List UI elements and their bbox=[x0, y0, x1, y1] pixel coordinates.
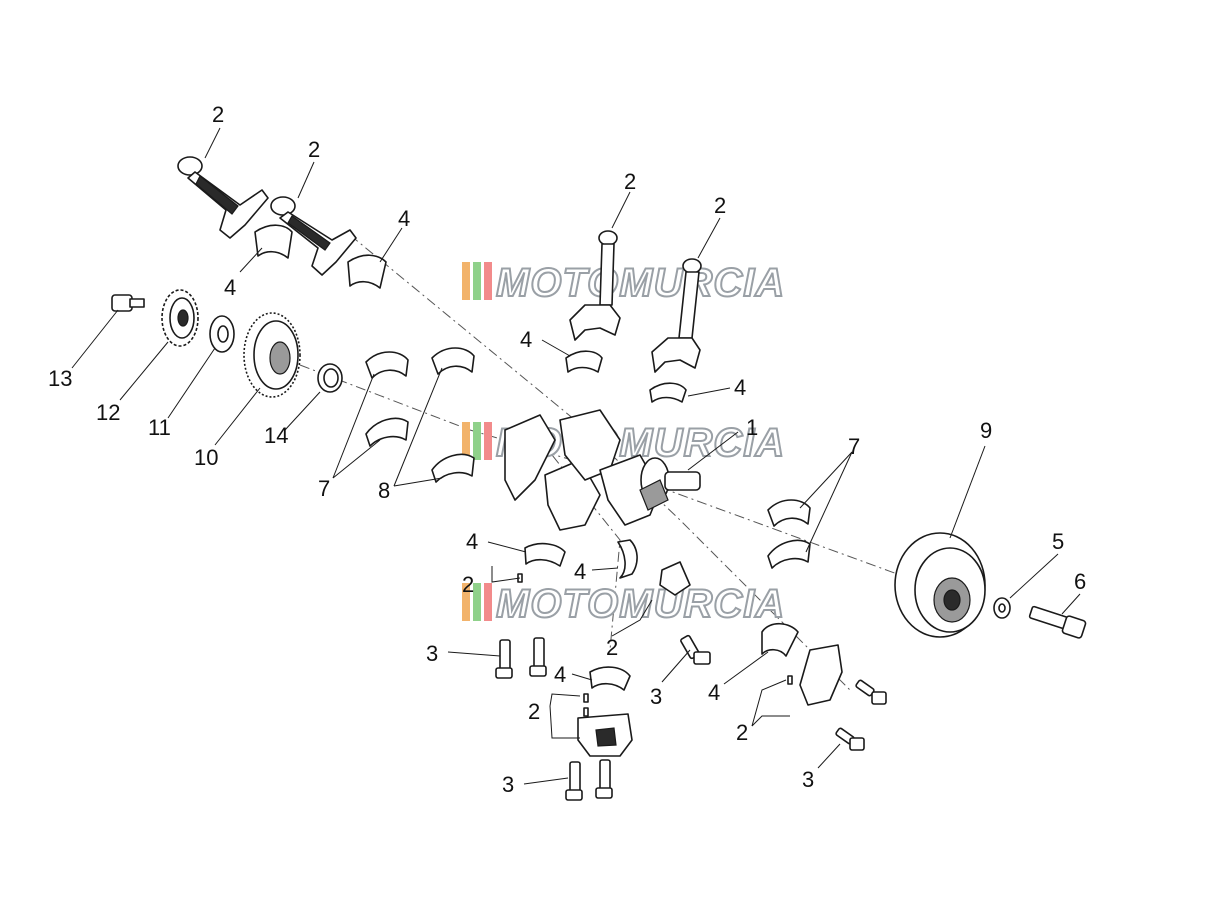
bolt-pair-bottom bbox=[565, 759, 613, 801]
watermark-stripe bbox=[462, 422, 470, 460]
bearing-shell-center-a bbox=[565, 350, 603, 373]
callout-13: 13 bbox=[48, 366, 72, 391]
leader-lines bbox=[71, 127, 1081, 785]
watermark-bottom: MOTOMURCIA bbox=[462, 581, 785, 627]
main-bearing-shell-8-lower bbox=[431, 453, 475, 483]
callout-2: 2 bbox=[528, 699, 540, 724]
main-bearing-shell-7-right-lower bbox=[767, 539, 811, 569]
callout-3: 3 bbox=[650, 684, 662, 709]
watermark-stripe bbox=[473, 262, 481, 300]
connecting-rod-upper-center bbox=[569, 230, 621, 341]
callout-4: 4 bbox=[708, 680, 720, 705]
callout-2: 2 bbox=[308, 137, 320, 162]
main-bearing-shell-7-right-upper bbox=[767, 499, 811, 527]
bolt-pair-left bbox=[495, 637, 547, 679]
bearing-shell-upper-left bbox=[254, 224, 293, 259]
callout-3: 3 bbox=[802, 767, 814, 792]
washer-5 bbox=[993, 597, 1011, 619]
washer-11 bbox=[209, 315, 235, 353]
callout-2: 2 bbox=[736, 720, 748, 745]
callout-7: 7 bbox=[318, 476, 330, 501]
callout-12: 12 bbox=[96, 400, 120, 425]
callout-4: 4 bbox=[554, 662, 566, 687]
callout-3: 3 bbox=[502, 772, 514, 797]
callout-4: 4 bbox=[224, 275, 236, 300]
connecting-rod-upper-second bbox=[270, 196, 357, 276]
watermark-stripe bbox=[462, 262, 470, 300]
watermark-stripe bbox=[484, 422, 492, 460]
callout-labels: 2 2 2 2 4 4 4 4 13 12 11 10 14 7 8 1 7 9… bbox=[48, 102, 1086, 797]
main-bearing-shell-7-lower bbox=[365, 417, 409, 447]
callout-4: 4 bbox=[734, 375, 746, 400]
bearing-shell-center-b bbox=[649, 382, 687, 403]
sprocket-12 bbox=[161, 289, 199, 347]
flywheel-9 bbox=[894, 532, 986, 638]
callout-10: 10 bbox=[194, 445, 218, 470]
watermark-stripe bbox=[473, 583, 481, 621]
callout-14: 14 bbox=[264, 423, 288, 448]
bolt-right-b bbox=[835, 727, 865, 751]
callout-4: 4 bbox=[574, 559, 586, 584]
callout-2: 2 bbox=[714, 193, 726, 218]
bearing-shell-upper-second bbox=[347, 254, 387, 289]
bolt-13 bbox=[111, 294, 145, 312]
callout-2: 2 bbox=[462, 572, 474, 597]
watermark-stripe bbox=[484, 583, 492, 621]
watermark-top: MOTOMURCIA bbox=[462, 260, 785, 306]
gear-10 bbox=[243, 312, 301, 398]
callout-4: 4 bbox=[520, 327, 532, 352]
callout-11: 11 bbox=[148, 415, 171, 440]
callout-6: 6 bbox=[1074, 569, 1086, 594]
callout-2: 2 bbox=[624, 169, 636, 194]
bolt-right-a bbox=[855, 679, 887, 705]
callout-9: 9 bbox=[980, 418, 992, 443]
watermark-stripe bbox=[462, 583, 470, 621]
bolt-6 bbox=[1028, 605, 1087, 639]
bearing-shell-lower-c bbox=[589, 666, 631, 691]
bearing-shell-lower-b bbox=[617, 539, 638, 579]
bearing-shell-lower-d bbox=[761, 622, 799, 657]
watermark-stripe bbox=[473, 422, 481, 460]
rod-cap-lower-center bbox=[577, 713, 633, 757]
callout-5: 5 bbox=[1052, 529, 1064, 554]
callout-4: 4 bbox=[398, 206, 410, 231]
callout-7: 7 bbox=[848, 434, 860, 459]
watermark-text: MOTOMURCIA bbox=[496, 261, 785, 305]
callout-3: 3 bbox=[426, 641, 438, 666]
callout-1: 1 bbox=[746, 415, 758, 440]
callout-4: 4 bbox=[466, 529, 478, 554]
main-bearing-shell-8-upper bbox=[431, 347, 475, 375]
connecting-rod-upper-left bbox=[177, 156, 269, 239]
crankshaft-1 bbox=[504, 409, 701, 531]
callout-2: 2 bbox=[606, 635, 618, 660]
watermark-stripe bbox=[484, 262, 492, 300]
connecting-rod-upper-right bbox=[651, 258, 702, 373]
callout-8: 8 bbox=[378, 478, 390, 503]
main-bearing-shell-7-upper bbox=[365, 351, 409, 379]
callout-2: 2 bbox=[212, 102, 224, 127]
rod-cap-lower-right bbox=[659, 561, 691, 596]
rod-cap-lower-far-right bbox=[799, 644, 843, 706]
ring-14 bbox=[317, 363, 343, 393]
bearing-shell-lower-a bbox=[524, 542, 566, 567]
bolt-angled-center bbox=[680, 634, 711, 665]
